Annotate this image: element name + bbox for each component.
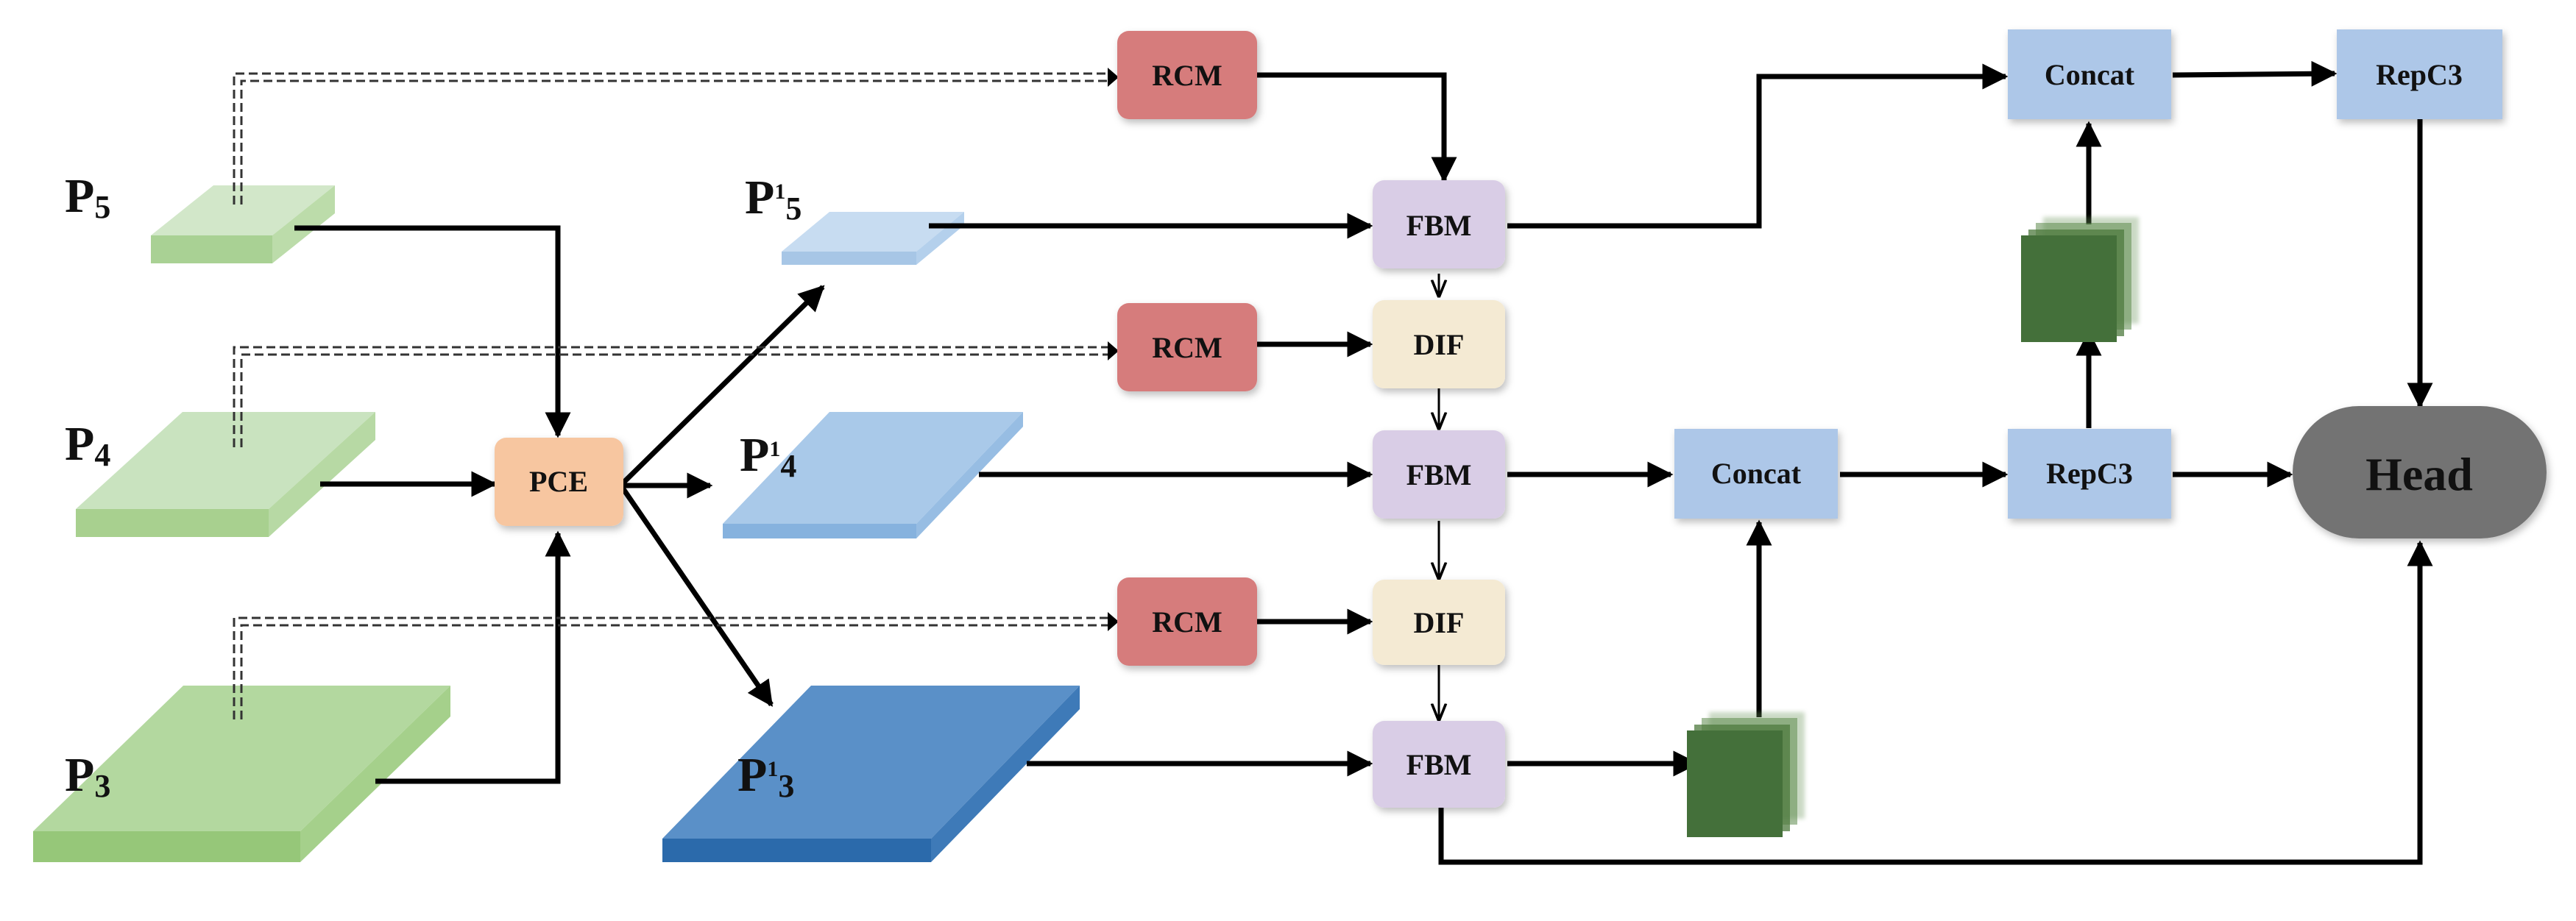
fbm-top-label: FBM bbox=[1406, 209, 1472, 242]
dashed-skip-connections bbox=[233, 72, 1108, 719]
output-feature-map-p15 bbox=[782, 212, 964, 265]
output-feature-map-p14 bbox=[723, 412, 1023, 538]
pce-block bbox=[495, 438, 623, 526]
dif-upper-label: DIF bbox=[1414, 328, 1465, 361]
feature-stack-top bbox=[2021, 217, 2139, 342]
dif-block-lower bbox=[1373, 580, 1505, 665]
connectors bbox=[294, 60, 2433, 865]
rcm-mid-label: RCM bbox=[1152, 331, 1222, 364]
rcm-block-top bbox=[1117, 31, 1257, 119]
p13-label: P13 bbox=[737, 748, 794, 804]
concat-block-top bbox=[2008, 29, 2171, 119]
repc3-top-label: RepC3 bbox=[2376, 58, 2463, 91]
fbm-block-top bbox=[1373, 180, 1505, 269]
p5-label: P5 bbox=[65, 169, 110, 225]
fbm-mid-label: FBM bbox=[1406, 458, 1472, 491]
feature-stack-bottom bbox=[1687, 712, 1805, 837]
rcm-top-label: RCM bbox=[1152, 59, 1222, 92]
rcm-block-bottom bbox=[1117, 577, 1257, 666]
head-block bbox=[2293, 406, 2547, 538]
p4-label: P4 bbox=[65, 417, 110, 473]
p15-label: P15 bbox=[745, 171, 802, 227]
input-feature-map-p5 bbox=[151, 185, 335, 263]
dif-block-upper bbox=[1373, 300, 1505, 388]
output-feature-map-p13 bbox=[662, 686, 1080, 862]
fbm-bottom-label: FBM bbox=[1406, 748, 1472, 781]
concat-block-mid bbox=[1674, 429, 1838, 519]
repc3-mid-label: RepC3 bbox=[2046, 457, 2133, 490]
concat-top-label: Concat bbox=[2045, 58, 2135, 91]
p3-label: P3 bbox=[65, 748, 110, 804]
repc3-block-top bbox=[2337, 29, 2502, 119]
rcm-bottom-label: RCM bbox=[1152, 605, 1222, 639]
input-feature-map-p4 bbox=[76, 412, 375, 537]
dif-lower-label: DIF bbox=[1414, 606, 1465, 639]
dashed-arrowheads bbox=[1108, 68, 1119, 631]
repc3-block-mid bbox=[2008, 429, 2171, 519]
concat-mid-label: Concat bbox=[1711, 457, 1802, 490]
fbm-block-bottom bbox=[1373, 721, 1505, 808]
rcm-block-mid bbox=[1117, 303, 1257, 391]
p14-label: P14 bbox=[740, 428, 796, 484]
pce-label: PCE bbox=[529, 465, 588, 498]
head-label: Head bbox=[2366, 448, 2473, 500]
input-feature-map-p3 bbox=[33, 686, 450, 862]
fbm-block-mid bbox=[1373, 430, 1505, 519]
